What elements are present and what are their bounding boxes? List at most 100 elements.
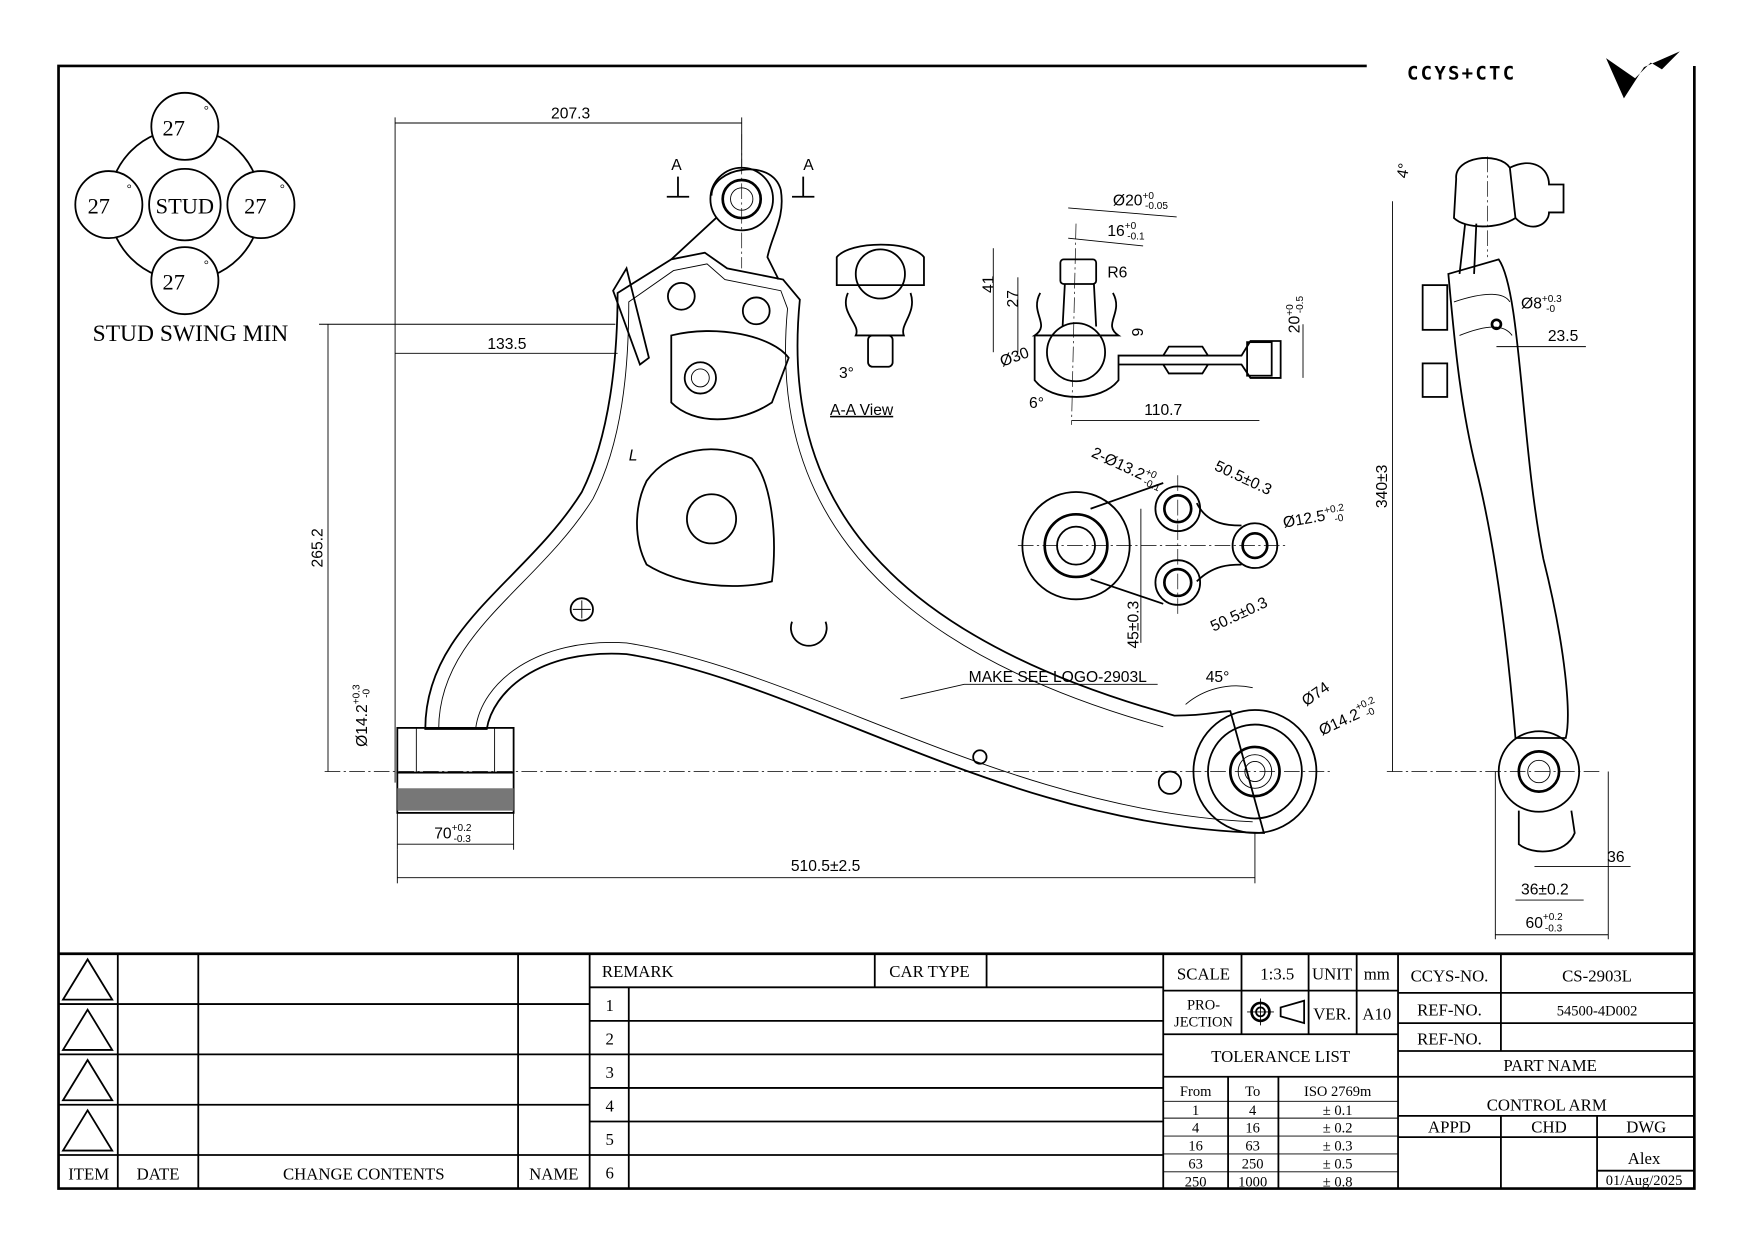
dim-60: 60+0.2-0.3 (1526, 912, 1564, 934)
tolerance-cell: 63 (1245, 1139, 1260, 1155)
appd-label: APPD (1428, 1118, 1471, 1137)
tolerance-cell: ± 0.8 (1323, 1174, 1353, 1190)
remark-label: REMARK (602, 962, 674, 981)
unit-value: mm (1364, 964, 1390, 983)
tolerance-cell: ± 0.2 (1323, 1121, 1353, 1137)
dim-340: 340±3 (1374, 464, 1391, 508)
remark-row-number: 5 (606, 1130, 614, 1149)
dim-27: 27 (1005, 290, 1022, 307)
tol-header-to: To (1245, 1084, 1260, 1100)
dim-510: 510.5±2.5 (791, 858, 861, 875)
tolerance-cell: ± 0.3 (1323, 1139, 1353, 1155)
revision-table: ITEM DATE CHANGE CONTENTS NAME (58, 953, 591, 1189)
dim-50-bottom: 50.5±0.3 (1208, 594, 1271, 635)
tolerance-cell: ± 0.1 (1323, 1103, 1353, 1119)
tolerance-cell: 16 (1188, 1139, 1203, 1155)
dim-16: 16+0-0.1 (1107, 221, 1145, 242)
dim-110: 110.7 (1144, 402, 1182, 419)
dim-265: 265.2 (309, 528, 326, 567)
company-logo: CCYS+CTC (1407, 51, 1680, 99)
part-name-label: PART NAME (1503, 1056, 1597, 1075)
logo-text: CCYS+CTC (1407, 62, 1516, 84)
sheet-border (57, 64, 1696, 1190)
remark-row-number: 6 (606, 1164, 614, 1183)
section-mark-right: A (803, 157, 814, 174)
dwg-label: DWG (1626, 1118, 1666, 1137)
section-a-a-view: 3° A-A View (830, 243, 925, 419)
dim-d30: Ø30 (998, 344, 1032, 370)
tol-header-from: From (1180, 1084, 1212, 1100)
tolerance-title: TOLERANCE LIST (1211, 1047, 1350, 1066)
aa-angle: 3° (839, 365, 854, 382)
header-change-contents: CHANGE CONTENTS (283, 1165, 445, 1184)
ref-no-label: REF-NO. (1417, 1000, 1482, 1019)
logo-mark-icon (1606, 51, 1680, 99)
dim-d12-5: Ø12.5+0.2-0 (1281, 502, 1347, 534)
chd-label: CHD (1531, 1118, 1566, 1137)
part-name-value: CONTROL ARM (1487, 1095, 1607, 1114)
dim-d74: Ø74 (1299, 679, 1333, 710)
remark-row-number: 2 (606, 1029, 614, 1048)
stud-swing-label: STUD SWING MIN (93, 321, 289, 347)
ccys-no-label: CCYS-NO. (1411, 967, 1489, 986)
degree-mark: ° (280, 181, 285, 195)
dim-d20: Ø20+0-0.05 (1113, 191, 1168, 212)
swing-angle-top: 27 (163, 115, 185, 140)
dim-36: 36 (1607, 849, 1625, 866)
swing-angle-left: 27 (88, 194, 110, 219)
dim-2-holes: 2-Ø13.2+0-0.1 (1088, 443, 1166, 495)
remark-row-number: 1 (606, 996, 614, 1015)
ball-joint-flange-view: 2-Ø13.2+0-0.1 50.5±0.3 Ø12.5+0.2-0 50.5±… (1017, 443, 1347, 649)
scale-label: SCALE (1177, 964, 1230, 983)
swing-angle-bottom: 27 (163, 270, 185, 295)
section-mark-left: A (671, 157, 682, 174)
tolerance-cell: 250 (1185, 1174, 1207, 1190)
tolerance-cell: 16 (1245, 1121, 1260, 1137)
dim-207: 207.3 (551, 106, 590, 123)
dim-d8: Ø8+0.3-0 (1521, 294, 1562, 315)
remark-row-number: 4 (606, 1096, 615, 1115)
title-block: ITEM DATE CHANGE CONTENTS NAME REMARK CA… (58, 952, 1695, 1190)
dim-41: 41 (980, 276, 997, 293)
degree-mark: ° (127, 181, 132, 195)
header-date: DATE (137, 1165, 180, 1184)
tolerance-cell: 4 (1249, 1103, 1257, 1119)
stud-swing-diagram: 27 27 27 27 ° ° ° ° STUD STUD SWING MIN (74, 91, 296, 347)
header-name: NAME (529, 1165, 578, 1184)
drawing-date: 01/Aug/2025 (1606, 1173, 1683, 1189)
ref-no-value: 54500-4D002 (1557, 1003, 1638, 1019)
dim-70: 70+0.2-0.3 (434, 823, 472, 845)
aa-view-label: A-A View (830, 402, 894, 419)
scale-value: 1:3.5 (1260, 964, 1294, 983)
projection-label: JECTION (1174, 1014, 1233, 1030)
car-type-label: CAR TYPE (889, 962, 969, 981)
tolerance-cell: 4 (1192, 1121, 1200, 1137)
degree-mark: ° (204, 257, 209, 271)
dim-r6: R6 (1107, 264, 1127, 281)
tol-header-iso: ISO 2769m (1304, 1084, 1372, 1100)
dim-20b: 20+0-0.5 (1285, 296, 1306, 334)
swing-angle-right: 27 (244, 194, 266, 219)
tolerance-cell: 63 (1188, 1156, 1203, 1172)
version-label: VER. (1313, 1005, 1351, 1024)
tolerance-cell: ± 0.5 (1323, 1156, 1353, 1172)
dim-9: 9 (1130, 328, 1147, 337)
version-value: A10 (1362, 1005, 1391, 1024)
third-angle-projection-icon (1247, 998, 1306, 1026)
stud-label: STUD (156, 194, 214, 219)
drawn-by: Alex (1628, 1149, 1661, 1168)
dim-50-top: 50.5±0.3 (1212, 458, 1275, 499)
remark-row-number: 3 (606, 1063, 614, 1082)
dim-d14-right: Ø14.2+0.2-0 (1315, 695, 1381, 741)
dim-36-tol: 36±0.2 (1521, 881, 1569, 898)
header-item: ITEM (68, 1165, 109, 1184)
degree-mark: ° (204, 103, 209, 117)
tolerance-cell: 1 (1192, 1103, 1199, 1119)
tolerance-cell: 250 (1242, 1156, 1264, 1172)
ccys-no-value: CS-2903L (1562, 967, 1632, 986)
ball-joint-section: Ø20+0-0.05 16+0-0.1 R6 41 27 9 Ø30 6° 11… (980, 191, 1306, 425)
projection-label: PRO- (1187, 998, 1220, 1014)
dim-6deg: 6° (1029, 395, 1044, 412)
revision-triangle-icon (61, 957, 114, 1152)
